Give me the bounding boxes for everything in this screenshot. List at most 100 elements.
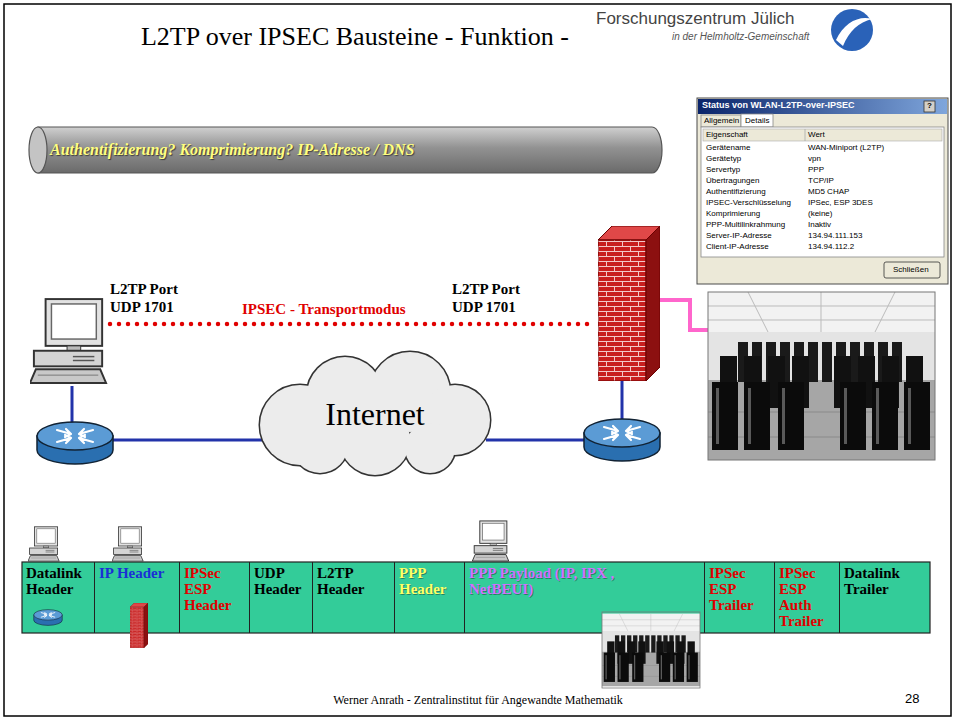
logo-text: Forschungszentrum Jülich bbox=[596, 9, 794, 29]
status-dialog-window-part bbox=[701, 127, 944, 257]
internet-cloud-shape-part bbox=[260, 352, 490, 475]
node-text: UDP Header bbox=[254, 565, 309, 597]
firewall-icon-small bbox=[130, 603, 148, 648]
slide-title: L2TP over IPSEC Bausteine - Funktion - bbox=[90, 22, 620, 52]
table-cell: (keine) bbox=[808, 209, 832, 219]
packet-field: PPP Header bbox=[395, 562, 465, 633]
dialog-button: Schließen bbox=[893, 265, 929, 275]
node-text: Datalink Header bbox=[26, 565, 91, 597]
juelich-logo-part bbox=[831, 9, 873, 51]
packet-field: PPP Payload (IP, IPX , NetBEUI) bbox=[465, 562, 705, 633]
node-text: PPP Header bbox=[399, 565, 461, 597]
node-text: IPSec ESP Auth Trailer bbox=[779, 565, 836, 629]
supercomputer-thumbnail-part bbox=[602, 614, 700, 687]
table-header: Eigenschaft bbox=[706, 130, 748, 140]
table-cell: Client-IP-Adresse bbox=[706, 242, 769, 252]
dialog-tab: Details bbox=[745, 116, 769, 126]
network-links-part bbox=[486, 439, 584, 442]
node-text: IPSec ESP Trailer bbox=[709, 565, 771, 613]
table-cell: MD5 CHAP bbox=[808, 187, 849, 197]
internet-cloud: Internet bbox=[262, 362, 488, 466]
table-cell: WAN-Miniport (L2TP) bbox=[808, 143, 884, 153]
client-pc bbox=[30, 299, 106, 383]
status-dialog-window-part bbox=[924, 101, 935, 112]
router-icon bbox=[584, 419, 660, 461]
table-cell: Komprimierung bbox=[706, 209, 760, 219]
port-label: L2TP Port UDP 1701 bbox=[452, 280, 542, 316]
packet-field: L2TP Header bbox=[313, 562, 395, 633]
supercomputer-photo-part bbox=[708, 292, 935, 460]
supercomputer-thumbnail-part bbox=[602, 612, 700, 688]
status-dialog-window bbox=[697, 98, 948, 284]
table-cell: PPP-Multilinkrahmung bbox=[706, 220, 785, 230]
pink-link bbox=[660, 300, 708, 330]
dialog-tab: Allgemein bbox=[704, 116, 739, 126]
status-dialog-window-part bbox=[701, 115, 741, 127]
table-cell: PPP bbox=[808, 165, 824, 175]
network-links-part bbox=[621, 380, 624, 420]
footer-text: Werner Anrath - Zentralinstitut für Ange… bbox=[178, 693, 778, 708]
firewall-icon bbox=[598, 226, 660, 381]
page-number: 28 bbox=[905, 691, 919, 706]
table-cell: Servertyp bbox=[706, 165, 740, 175]
packet-field: IP Header bbox=[95, 562, 180, 633]
table-cell: Gerätetyp bbox=[706, 154, 741, 164]
status-dialog-window-part bbox=[698, 99, 947, 114]
table-cell: Server-IP-Adresse bbox=[706, 231, 772, 241]
packet-field: UDP Header bbox=[250, 562, 313, 633]
packet-bar bbox=[22, 562, 930, 633]
table-cell: Übertragungen bbox=[706, 176, 759, 186]
table-cell: 134.94.112.2 bbox=[808, 242, 854, 252]
node-text: IPSec ESP Header bbox=[184, 565, 246, 613]
node-text: IP Header bbox=[99, 565, 176, 581]
tunnel-tube bbox=[29, 127, 662, 173]
table-cell: Gerätename bbox=[706, 143, 750, 153]
status-dialog-window-part bbox=[703, 129, 942, 141]
router-icon bbox=[37, 422, 113, 464]
node-text: Internet bbox=[325, 396, 425, 433]
port-label: L2TP Port UDP 1701 bbox=[110, 280, 200, 316]
tunnel-label: IPSEC - Transportmodus bbox=[240, 300, 408, 318]
network-links-part bbox=[112, 439, 264, 442]
node-text: Authentifizierung? Komprimierung? IP-Adr… bbox=[50, 141, 415, 159]
status-dialog-window-part bbox=[805, 129, 806, 141]
tunnel-tube-part bbox=[38, 127, 662, 173]
table-cell: vpn bbox=[808, 154, 821, 164]
packet-field: Datalink Trailer bbox=[840, 562, 930, 633]
node-text: PPP Payload (IP, IPX , NetBEUI) bbox=[469, 565, 682, 597]
supercomputer-photo-part bbox=[708, 292, 935, 460]
node-text: Status von WLAN-L2TP-over-IPSEC bbox=[702, 100, 943, 111]
packet-field: IPSec ESP Header bbox=[180, 562, 250, 633]
juelich-logo bbox=[831, 9, 873, 51]
internet-cloud-shape-part bbox=[260, 352, 490, 475]
router-icon-small bbox=[34, 610, 63, 626]
node-text: Datalink Trailer bbox=[844, 565, 927, 597]
table-cell: 134.94.111.153 bbox=[808, 231, 862, 241]
logo-subtitle: in der Helmholtz-Gemeinschaft bbox=[672, 31, 809, 42]
juelich-logo-part bbox=[836, 18, 872, 46]
supercomputer-thumbnail bbox=[602, 612, 700, 688]
internet-cloud-shape bbox=[260, 352, 490, 475]
tunnel-tube-part bbox=[29, 127, 47, 173]
tunnel-band: Authentifizierung? Komprimierung? IP-Adr… bbox=[38, 127, 658, 173]
help-button: ? bbox=[927, 101, 932, 111]
packet-field: Datalink Header bbox=[22, 562, 95, 633]
table-cell: Authentifizierung bbox=[706, 187, 766, 197]
table-cell: IPSEC-Verschlüsselung bbox=[706, 198, 791, 208]
table-header: Wert bbox=[808, 130, 825, 140]
table-cell: IPSec, ESP 3DES bbox=[808, 198, 873, 208]
pc-icon-small bbox=[112, 527, 143, 561]
table-cell: Inaktiv bbox=[808, 220, 831, 230]
pc-icon-small bbox=[28, 527, 59, 561]
slide-frame bbox=[4, 4, 951, 716]
packet-field: IPSec ESP Trailer bbox=[705, 562, 775, 633]
table-cell: TCP/IP bbox=[808, 176, 834, 186]
status-dialog-window-part bbox=[741, 114, 773, 127]
ipsec-dotted-line bbox=[110, 322, 596, 327]
node-text: L2TP Header bbox=[317, 565, 391, 597]
pc-icon-small bbox=[472, 521, 508, 561]
status-dialog-window-part bbox=[884, 262, 940, 278]
supercomputer-photo bbox=[708, 292, 935, 460]
